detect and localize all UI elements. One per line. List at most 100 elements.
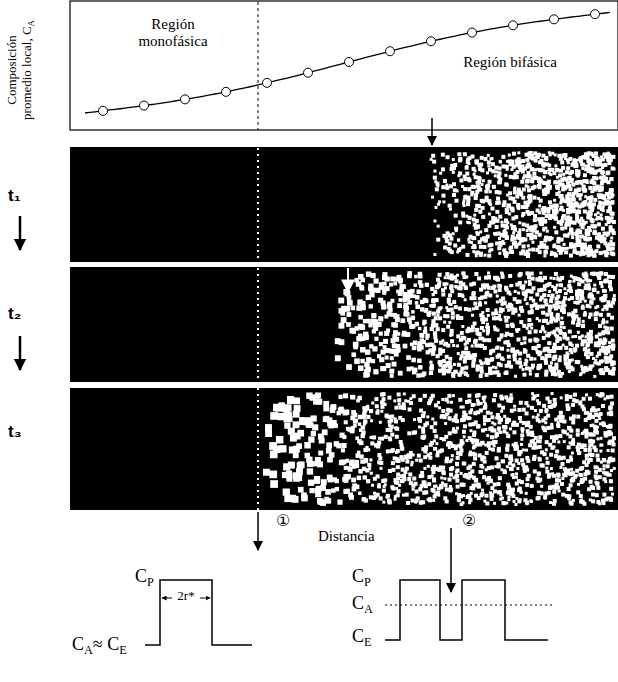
precipitate: [527, 354, 530, 357]
precipitate: [448, 204, 452, 208]
precipitate: [530, 179, 534, 183]
precipitate: [535, 230, 539, 234]
precipitate: [571, 183, 575, 187]
precipitate: [441, 288, 445, 292]
precipitate: [464, 366, 468, 370]
precipitate: [518, 221, 521, 224]
precipitate: [425, 283, 429, 287]
precipitate: [543, 347, 547, 351]
precipitate: [596, 291, 599, 294]
precipitate: [597, 160, 600, 163]
precipitate: [515, 195, 519, 199]
precipitate: [519, 192, 523, 196]
precipitate: [410, 289, 415, 294]
precipitate: [460, 331, 464, 335]
precipitate: [448, 321, 451, 324]
precipitate: [578, 221, 581, 224]
precipitate: [609, 228, 613, 232]
precipitate: [480, 156, 484, 160]
precipitate: [413, 340, 418, 345]
precipitate: [538, 181, 541, 184]
precipitate: [498, 237, 501, 240]
precipitate: [570, 296, 574, 300]
precipitate: [606, 201, 610, 205]
precipitate: [552, 252, 556, 256]
precipitate: [581, 187, 585, 191]
precipitate: [415, 301, 418, 304]
precipitate: [380, 366, 385, 371]
precipitate: [551, 237, 554, 240]
precipitate: [390, 276, 395, 281]
precipitate: [480, 183, 483, 186]
precipitate: [482, 179, 485, 182]
precipitate: [571, 236, 574, 239]
precipitate: [455, 229, 458, 232]
precipitate: [513, 190, 517, 194]
precipitate: [610, 236, 613, 239]
precipitate: [524, 295, 527, 298]
precipitate: [533, 235, 537, 239]
precipitate: [593, 375, 596, 378]
precipitate: [484, 301, 487, 304]
precipitate: [512, 152, 516, 156]
precipitate: [521, 212, 525, 216]
precipitate: [472, 250, 475, 253]
precipitate: [564, 157, 567, 160]
precipitate: [581, 252, 585, 256]
precipitate: [611, 166, 615, 170]
precipitate: [520, 365, 523, 368]
precipitate: [573, 348, 577, 352]
precipitate: [559, 201, 562, 204]
precipitate: [508, 303, 512, 307]
precipitate: [472, 244, 476, 248]
precipitate: [605, 320, 608, 323]
precipitate: [587, 164, 590, 167]
precipitate: [588, 340, 591, 343]
precipitate: [441, 328, 445, 332]
precipitate: [582, 297, 585, 300]
boundary-dash: [258, 2, 259, 130]
precipitate: [548, 164, 551, 167]
precipitate: [576, 360, 580, 364]
precipitate: [521, 238, 525, 242]
precipitate: [365, 349, 370, 354]
precipitate: [500, 221, 503, 224]
precipitate: [592, 232, 595, 235]
precipitate: [398, 371, 403, 376]
data-point: [304, 68, 313, 77]
precipitate: [504, 174, 507, 177]
precipitate: [605, 177, 608, 180]
precipitate: [559, 247, 563, 251]
precipitate: [481, 284, 484, 287]
precipitate: [609, 209, 612, 212]
precipitate: [587, 253, 591, 257]
precipitate: [553, 277, 556, 280]
precipitate: [386, 363, 391, 368]
precipitate: [504, 286, 508, 290]
precipitate: [477, 186, 481, 190]
precipitate: [542, 229, 545, 232]
precipitate: [597, 341, 601, 345]
precipitate: [379, 332, 383, 336]
precipitate: [530, 310, 534, 314]
precipitate: [549, 299, 553, 303]
precipitate: [498, 252, 501, 255]
precipitate: [349, 328, 355, 334]
precipitate: [593, 361, 596, 364]
precipitate: [523, 349, 527, 353]
precipitate: [443, 179, 447, 183]
precipitate: [611, 252, 615, 256]
precipitate: [528, 339, 532, 343]
precipitate: [449, 184, 453, 188]
precipitate: [509, 163, 512, 166]
precipitate: [581, 225, 585, 229]
precipitate: [489, 190, 492, 193]
precipitate: [453, 244, 457, 248]
precipitate: [601, 285, 604, 288]
precipitate: [573, 245, 577, 249]
precipitate: [575, 159, 578, 162]
precipitate: [510, 207, 514, 211]
precipitate: [611, 339, 615, 343]
precipitate: [612, 194, 615, 197]
